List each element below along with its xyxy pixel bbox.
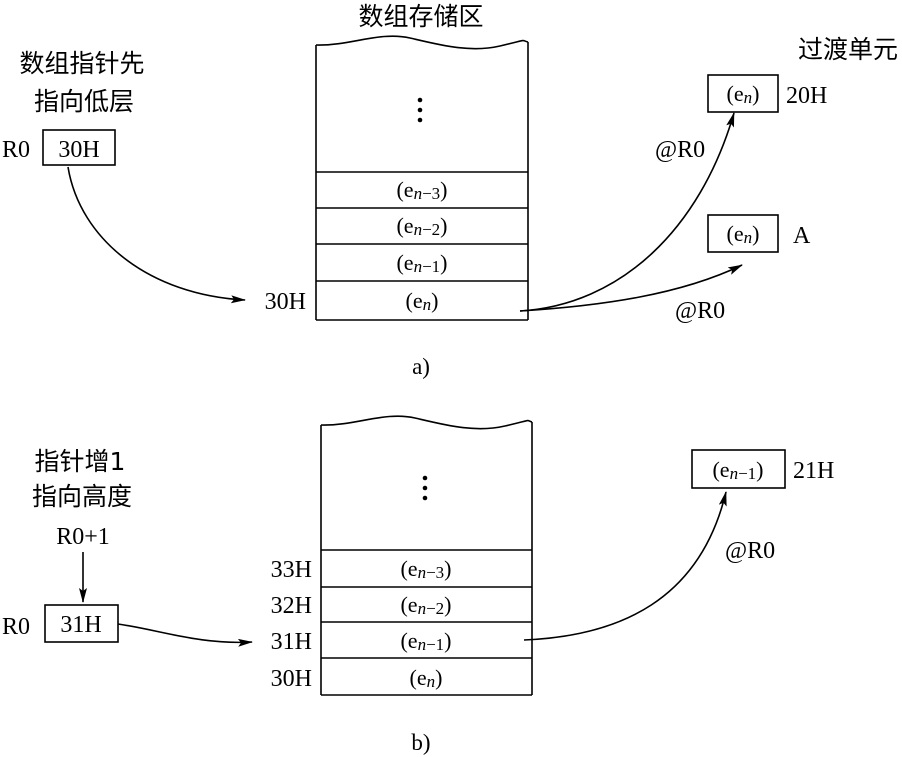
register-value-a: 30H: [58, 137, 99, 163]
diagram-b: (en−3) (en−2) (en−1) (en) 33H 32H 31H 30…: [2, 415, 834, 755]
address-label-b-32h: 32H: [271, 593, 312, 619]
address-label-a: 30H: [265, 289, 306, 315]
target-address-b: 21H: [793, 458, 834, 484]
diagram-a: 数组存储区 (en−3) (en−2) (en−1) (en) 数组指针先 指向…: [2, 2, 898, 379]
memory-cell-b-3: (en): [410, 665, 443, 691]
caption-a: a): [412, 354, 430, 379]
arrow-label-a-2: @R0: [675, 298, 725, 324]
caption-b: b): [411, 730, 430, 755]
target-box-a-2: [707, 214, 779, 253]
ellipsis-dots-b: [422, 475, 428, 501]
pointer-arrow-a: [67, 166, 246, 304]
target-address-a-2: A: [793, 223, 811, 249]
memory-cell-b-0: (en−3): [400, 556, 451, 582]
target-cell-b: (en−1): [712, 457, 763, 483]
address-label-b-33h: 33H: [271, 557, 312, 583]
pointer-note-b-line-2: 指向高度: [32, 482, 132, 511]
array-storage-title: 数组存储区: [358, 2, 483, 31]
register-box-a: [42, 129, 116, 166]
increment-label: R0+1: [56, 524, 110, 550]
memory-cell-b-1: (en−2): [400, 592, 451, 618]
memory-block-a-wavy-top: [315, 35, 529, 50]
transfer-arrow-a-1: [519, 112, 735, 312]
transfer-arrow-b: [523, 491, 727, 641]
target-address-a-1: 20H: [786, 83, 827, 109]
address-label-b-31h: 31H: [271, 629, 312, 655]
register-label-a: R0: [2, 137, 30, 163]
memory-cell-a-2: (en−1): [396, 250, 447, 276]
transfer-arrow-a-2: [519, 264, 743, 312]
arrow-label-b: @R0: [725, 538, 775, 564]
pointer-note-a-line-2: 指向低层: [34, 87, 134, 116]
memory-cell-b-2: (en−1): [400, 628, 451, 654]
pointer-note-a-line-1: 数组指针先: [19, 49, 144, 78]
address-label-b-30h: 30H: [271, 666, 312, 692]
target-cell-a-1: (en): [727, 81, 760, 107]
memory-cell-a-3: (en): [406, 288, 439, 314]
target-box-a-1: [707, 74, 779, 113]
memory-cell-a-1: (en−2): [396, 213, 447, 239]
register-box-b: [44, 604, 119, 643]
arrow-label-a-1: @R0: [655, 137, 705, 163]
target-cell-a-2: (en): [727, 221, 760, 247]
register-value-b: 31H: [60, 612, 101, 638]
memory-block-b: (en−3) (en−2) (en−1) (en): [320, 415, 533, 696]
pointer-arrow-b: [117, 623, 253, 647]
ellipsis-dots-a: [417, 97, 423, 123]
memory-block-a: (en−3) (en−2) (en−1) (en): [315, 35, 529, 321]
memory-cell-a-0: (en−3): [396, 177, 447, 203]
pointer-note-b-line-1: 指针增1: [35, 447, 126, 476]
memory-block-b-wavy-top: [320, 415, 533, 430]
target-box-b: [691, 449, 786, 489]
transfer-unit-title: 过渡单元: [798, 35, 898, 64]
register-label-b: R0: [2, 614, 30, 640]
